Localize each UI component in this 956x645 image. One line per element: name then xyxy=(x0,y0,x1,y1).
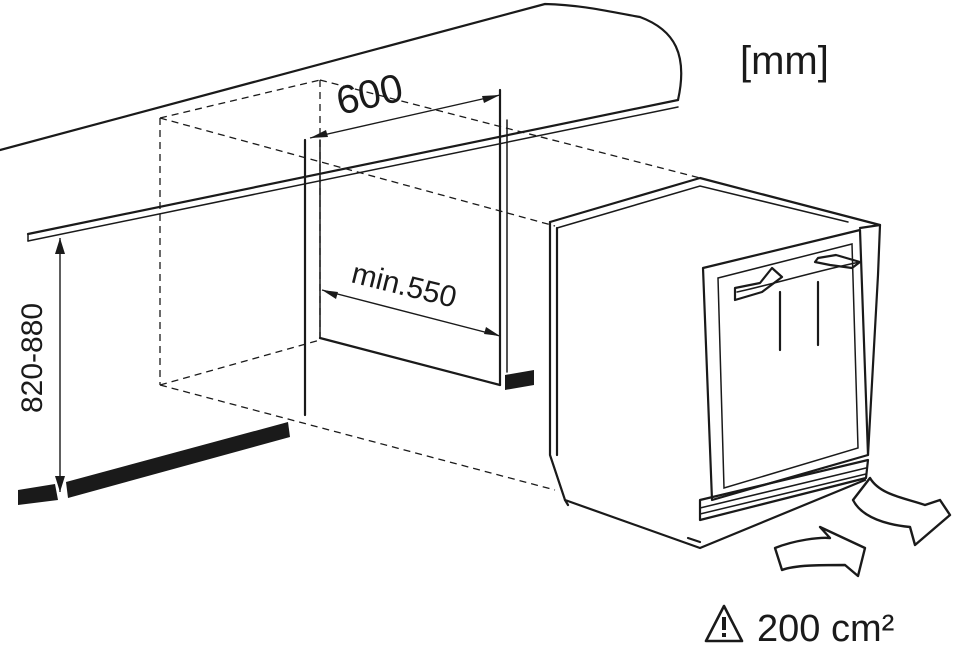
warning-icon xyxy=(704,604,744,643)
appliance xyxy=(548,176,882,550)
dim-height-label: 820-880 xyxy=(16,303,49,413)
airflow-in-arrow xyxy=(773,525,867,578)
airflow-out-arrow xyxy=(851,476,952,547)
dim-depth-label: min.550 xyxy=(348,257,460,315)
dim-height: 820-880 xyxy=(16,238,65,492)
cabinet-walls xyxy=(303,88,508,417)
ventilation-area-label: 200 cm² xyxy=(757,608,894,645)
floor-plinths xyxy=(18,370,534,505)
worktop xyxy=(0,2,683,242)
dim-width-label: 600 xyxy=(332,66,407,124)
dim-width: 600 xyxy=(309,66,501,139)
units-label: [mm] xyxy=(740,39,829,83)
dim-depth: min.550 xyxy=(321,257,501,337)
